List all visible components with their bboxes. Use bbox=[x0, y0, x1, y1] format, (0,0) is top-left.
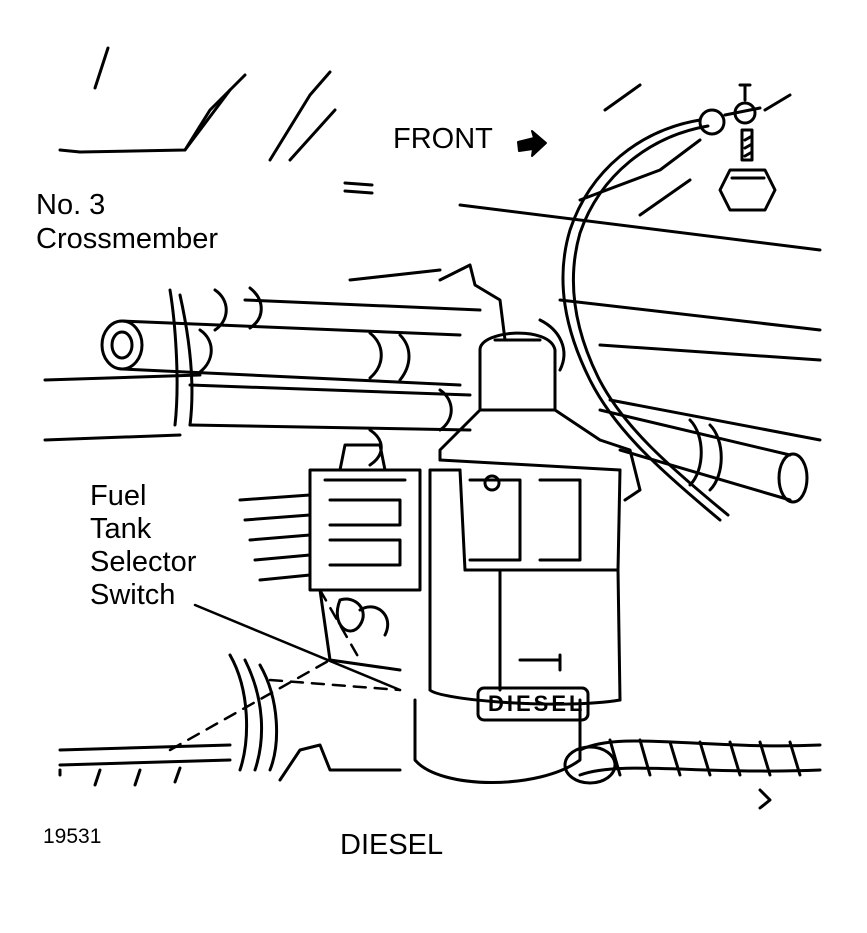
lower-tank-outline bbox=[58, 653, 822, 810]
switch-leader bbox=[193, 603, 402, 692]
selector-switch-body bbox=[413, 331, 642, 784]
upper-panel-hatching bbox=[58, 46, 374, 195]
crossmember-label-line-2: Crossmember bbox=[36, 223, 219, 255]
hidden-outline bbox=[168, 588, 402, 752]
switch-label-line-2: Tank bbox=[90, 513, 152, 545]
frame-rail bbox=[43, 83, 822, 442]
figure-caption: DIESEL bbox=[340, 829, 444, 861]
wiring-connector bbox=[238, 443, 422, 672]
figure-number: 19531 bbox=[43, 825, 102, 848]
fuel-lines bbox=[100, 263, 809, 504]
ground-cable bbox=[561, 83, 777, 522]
arrow-right-icon bbox=[517, 130, 547, 157]
switch-label-line-4: Switch bbox=[90, 579, 176, 611]
switch-stamp-text: DIESEL bbox=[488, 691, 586, 716]
switch-label-line-1: Fuel bbox=[90, 480, 147, 512]
switch-label-line-3: Selector bbox=[90, 546, 197, 578]
front-label: FRONT bbox=[393, 123, 493, 155]
crossmember-label-line-1: No. 3 bbox=[36, 189, 106, 221]
